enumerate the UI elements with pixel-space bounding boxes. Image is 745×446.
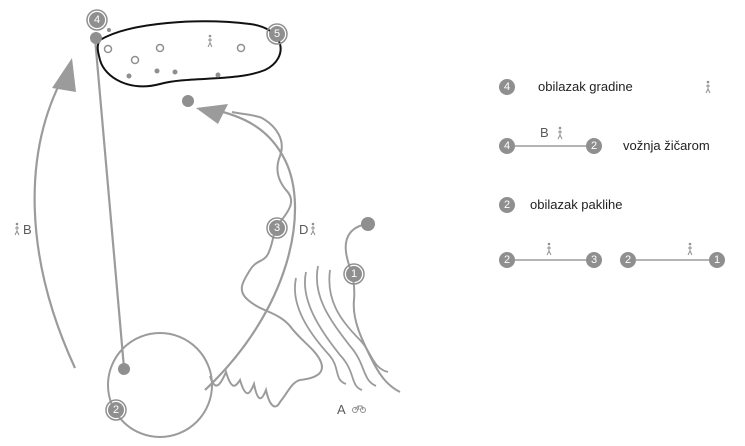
node-4-badge: 4: [86, 9, 108, 31]
upper-cable-station: [90, 32, 102, 44]
node-5-badge: 5: [266, 23, 288, 45]
legend-row2-mode: B: [540, 125, 549, 140]
legend-row4a-from-badge: 2: [499, 252, 515, 268]
svg-text:2: 2: [113, 404, 119, 416]
left-arc-route: [33, 67, 76, 369]
svg-text:4: 4: [504, 81, 510, 93]
svg-text:2: 2: [591, 140, 597, 152]
ridge-line-2: [315, 265, 377, 387]
svg-text:2: 2: [625, 254, 631, 266]
left-arc-label: B: [23, 222, 32, 237]
node-2-badge: 2: [105, 399, 127, 421]
start-point: [361, 217, 375, 231]
ridge-line-4: [294, 277, 347, 385]
walking-icon: [310, 222, 316, 236]
fortress-outline: [96, 20, 282, 88]
circuit-loop: [107, 332, 213, 438]
legend-row4a-to-badge: 3: [586, 252, 602, 268]
bicycle-icon: [352, 405, 366, 413]
fortress-point: [126, 73, 132, 79]
svg-text:1: 1: [351, 268, 357, 280]
fortress-point: [103, 44, 113, 54]
fortress-point: [172, 69, 178, 75]
svg-text:5: 5: [274, 28, 280, 40]
left-arc-arrowhead: [52, 58, 76, 92]
legend-row1-text: obilazak gradine: [538, 79, 633, 94]
svg-text:3: 3: [591, 254, 597, 266]
node-3-badge: 3: [266, 217, 288, 239]
walking-icon: [14, 222, 20, 236]
fortress-point: [130, 55, 140, 65]
svg-text:4: 4: [94, 14, 100, 26]
right-arc-arrowhead: [196, 104, 228, 124]
route-to-node-1: [344, 223, 401, 393]
walking-icon: [687, 242, 693, 256]
legend-row2-text: vožnja žičarom: [623, 138, 710, 153]
fortress-point: [154, 68, 160, 74]
walking-icon: [557, 126, 563, 140]
upper-station: [182, 95, 194, 107]
fortress-point: [236, 43, 246, 53]
node-1-badge: 1: [343, 263, 365, 285]
cable-car-line: [93, 37, 126, 369]
right-route-label: D: [299, 222, 308, 237]
legend-row2-from-badge: 4: [499, 138, 515, 154]
legend-row1-badge: 4: [499, 79, 515, 95]
svg-text:2: 2: [504, 254, 510, 266]
cable-lower-station: [118, 363, 130, 375]
fortress-point: [215, 72, 221, 78]
fortress-point: [155, 43, 165, 53]
walking-icon: [207, 34, 213, 48]
svg-text:1: 1: [714, 254, 720, 266]
svg-text:4: 4: [504, 140, 510, 152]
legend-row4b-from-badge: 2: [620, 252, 636, 268]
legend-row2-to-badge: 2: [586, 138, 602, 154]
legend-row4b-to-badge: 1: [709, 252, 725, 268]
walking-icon: [546, 242, 552, 256]
walking-icon: [705, 80, 711, 94]
svg-text:3: 3: [274, 222, 280, 234]
legend-row3-text: obilazak paklihe: [530, 197, 623, 212]
svg-text:2: 2: [504, 199, 510, 211]
fortress-point: [107, 28, 111, 32]
wiggly-trail: [209, 111, 323, 408]
ridge-line-3: [328, 269, 389, 373]
bottom-start-label: A: [337, 402, 346, 417]
ridge-line-1: [304, 271, 363, 391]
legend-row3-badge: 2: [499, 197, 515, 213]
right-arc-route: [204, 106, 297, 391]
